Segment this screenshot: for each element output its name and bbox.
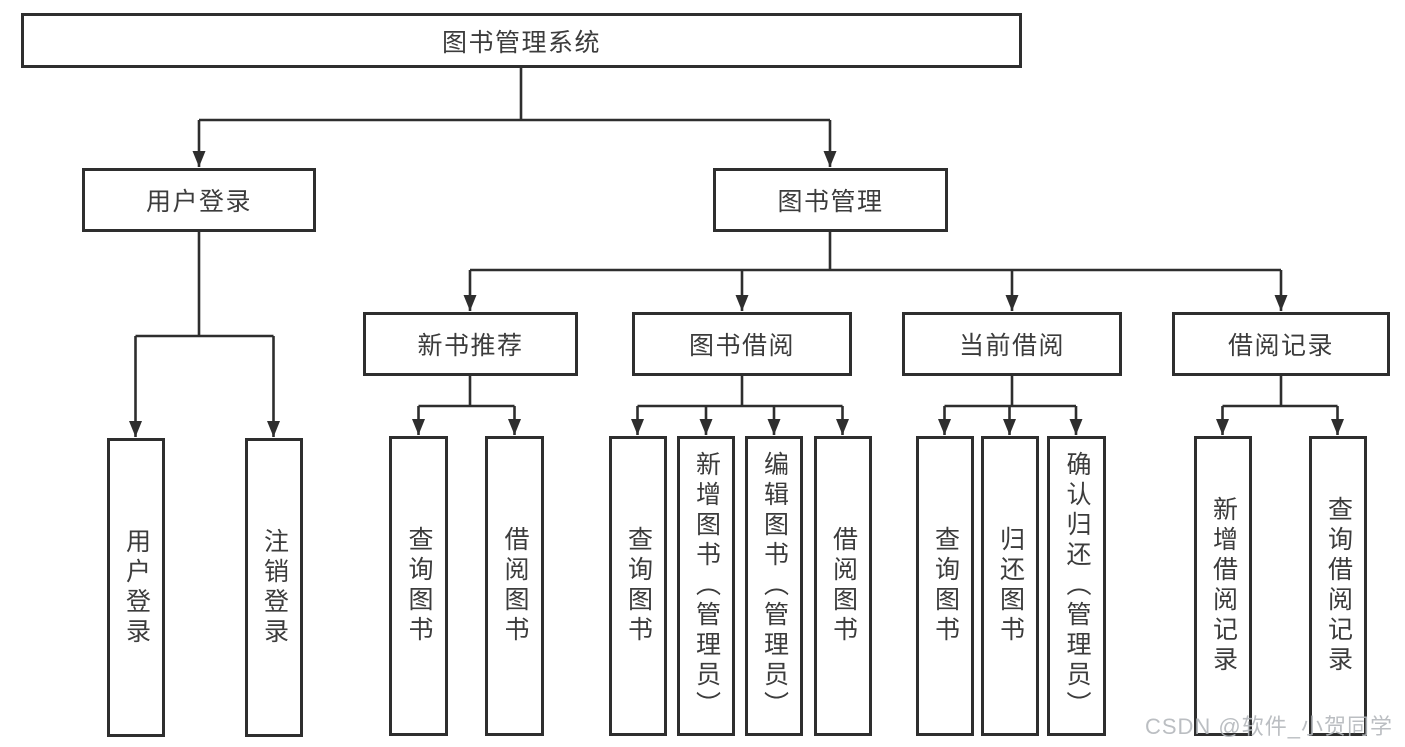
node-leaf-add-books-admin: 新增图书（管理员） bbox=[677, 436, 735, 736]
connector-user-login-children bbox=[129, 232, 280, 437]
connector-book-borrowing-children bbox=[631, 376, 849, 435]
node-label: 图书借阅 bbox=[688, 332, 795, 360]
node-leaf-logout: 注销登录 bbox=[245, 438, 303, 737]
node-label: 图书管理 bbox=[777, 188, 884, 216]
csdn-watermark: CSDN @软件_小贺同学 bbox=[1144, 714, 1393, 739]
node-label: 新书推荐 bbox=[417, 332, 524, 360]
node-leaf-return-books: 归还图书 bbox=[981, 436, 1039, 736]
node-leaf-query-books-borrowing: 查询图书 bbox=[609, 436, 667, 736]
node-leaf-query-books-recommend: 查询图书 bbox=[389, 436, 448, 736]
node-label: 用户登录 bbox=[122, 527, 151, 648]
node-label: 查询图书 bbox=[931, 526, 960, 646]
connector-current-borrowing-children bbox=[938, 376, 1083, 435]
node-borrowing-records: 借阅记录 bbox=[1172, 312, 1390, 376]
connector-borrowing-records-children bbox=[1216, 376, 1344, 435]
node-label: 新增借阅记录 bbox=[1209, 496, 1238, 676]
node-current-borrowing: 当前借阅 bbox=[902, 312, 1122, 376]
node-label: 确认归还（管理员） bbox=[1063, 451, 1091, 721]
node-label: 用户登录 bbox=[145, 188, 252, 216]
node-label: 注销登录 bbox=[260, 527, 289, 648]
node-label: 查询图书 bbox=[405, 526, 433, 646]
node-leaf-edit-books-admin: 编辑图书（管理员） bbox=[745, 436, 803, 736]
node-label: 借阅图书 bbox=[829, 526, 858, 646]
node-label: 借阅图书 bbox=[501, 526, 529, 646]
node-leaf-borrow-books-recommend: 借阅图书 bbox=[485, 436, 544, 736]
node-label: 新增图书（管理员） bbox=[692, 451, 721, 721]
node-user-login-group: 用户登录 bbox=[82, 168, 316, 232]
node-leaf-query-books-current: 查询图书 bbox=[916, 436, 974, 736]
node-book-borrowing: 图书借阅 bbox=[632, 312, 852, 376]
connector-book-management-children bbox=[463, 232, 1288, 311]
node-book-management: 图书管理 bbox=[713, 168, 948, 232]
node-label: 图书管理系统 bbox=[441, 28, 601, 57]
node-new-book-recommend: 新书推荐 bbox=[363, 312, 578, 376]
node-leaf-borrow-books-borrowing: 借阅图书 bbox=[814, 436, 872, 736]
node-label: 归还图书 bbox=[996, 526, 1025, 646]
node-label: 查询借阅记录 bbox=[1324, 496, 1353, 676]
node-leaf-confirm-return-admin: 确认归还（管理员） bbox=[1047, 436, 1106, 736]
node-label: 查询图书 bbox=[624, 526, 653, 646]
node-root-system: 图书管理系统 bbox=[21, 13, 1022, 68]
node-leaf-query-borrow-record: 查询借阅记录 bbox=[1309, 436, 1367, 736]
node-label: 当前借阅 bbox=[958, 332, 1065, 360]
node-label: 借阅记录 bbox=[1227, 332, 1334, 360]
node-label: 编辑图书（管理员） bbox=[760, 451, 789, 721]
connector-new-book-recommend-children bbox=[412, 376, 521, 435]
node-leaf-add-borrow-record: 新增借阅记录 bbox=[1194, 436, 1252, 736]
connector-root-to-level2 bbox=[192, 68, 837, 167]
node-leaf-user-login: 用户登录 bbox=[107, 438, 165, 737]
